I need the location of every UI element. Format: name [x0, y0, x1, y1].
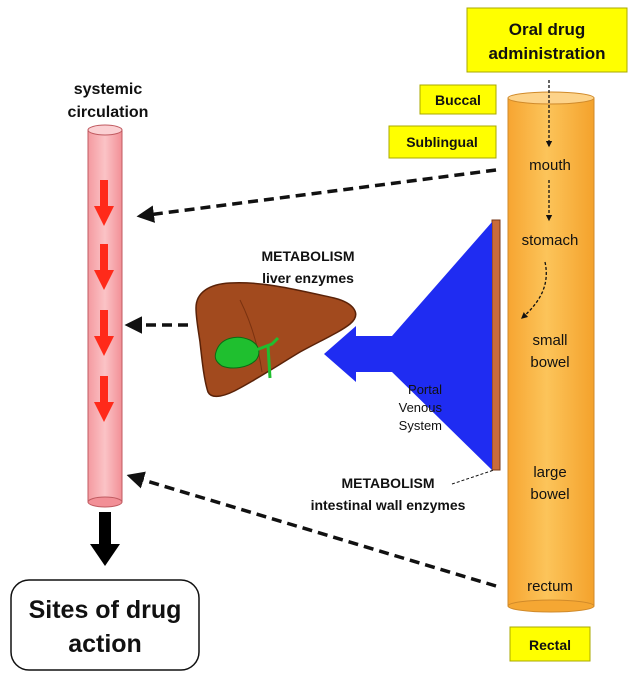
blood-flow-arrow-4: [94, 376, 114, 422]
absorption-arrows: [124, 168, 497, 588]
sublingual-box: Sublingual: [388, 125, 497, 159]
metabolism-gut-label-line1: METABOLISM: [341, 475, 434, 491]
blood-flow-arrow-2: [94, 244, 114, 290]
gi-large-bowel-label: bowel: [530, 486, 569, 503]
gi-tract-tube: [507, 91, 595, 613]
gi-large-label: large: [533, 464, 566, 481]
sublingual-label: Sublingual: [406, 134, 478, 150]
to-sites-arrow: [90, 512, 120, 566]
rectal-box: Rectal: [509, 626, 591, 662]
portal-label-line2: Venous: [399, 400, 443, 415]
blood-flow-arrows: [94, 180, 114, 422]
portal-venous-arrow: [324, 222, 492, 470]
sites-label-line1: Sites of drug: [29, 596, 182, 624]
oral-label-line2: administration: [488, 44, 605, 63]
metabolism-liver-label-line2: liver enzymes: [262, 270, 354, 286]
gi-transit-arrows: [521, 80, 553, 319]
sites-of-drug-action-box: Sites of drug action: [10, 579, 200, 671]
gi-small-label: small: [532, 332, 567, 349]
metabolism-gut-label-line2: intestinal wall enzymes: [311, 497, 466, 513]
gi-small-bowel-label: bowel: [530, 354, 569, 371]
metabolism-gut-leader-line: [451, 469, 495, 485]
blood-flow-arrow-3: [94, 310, 114, 356]
blood-flow-arrow-1: [94, 180, 114, 226]
buccal-box: Buccal: [419, 84, 497, 115]
rectum-to-circulation-arrow: [126, 471, 497, 588]
mouth-to-circulation-arrow: [136, 168, 497, 223]
gi-stomach-label: stomach: [522, 232, 579, 249]
stomach-to-bowel-arrow: [521, 261, 547, 319]
liver-icon: [195, 281, 357, 398]
systemic-label-line1: systemic: [74, 81, 143, 98]
portal-label-line1: Portal: [408, 382, 442, 397]
rectal-label: Rectal: [529, 637, 571, 653]
metabolism-liver-label-line1: METABOLISM: [261, 248, 354, 264]
intestinal-wall-strip: [491, 219, 501, 471]
gi-rectum-label: rectum: [527, 578, 573, 595]
gi-mouth-label: mouth: [529, 157, 571, 174]
oral-label-line1: Oral drug: [509, 20, 586, 39]
portal-label-line3: System: [399, 418, 442, 433]
sites-label-line2: action: [68, 630, 142, 658]
gallbladder-icon: [214, 336, 280, 379]
systemic-label-line2: circulation: [68, 104, 149, 121]
oral-administration-box: Oral drug administration: [466, 7, 628, 73]
buccal-label: Buccal: [435, 92, 481, 108]
